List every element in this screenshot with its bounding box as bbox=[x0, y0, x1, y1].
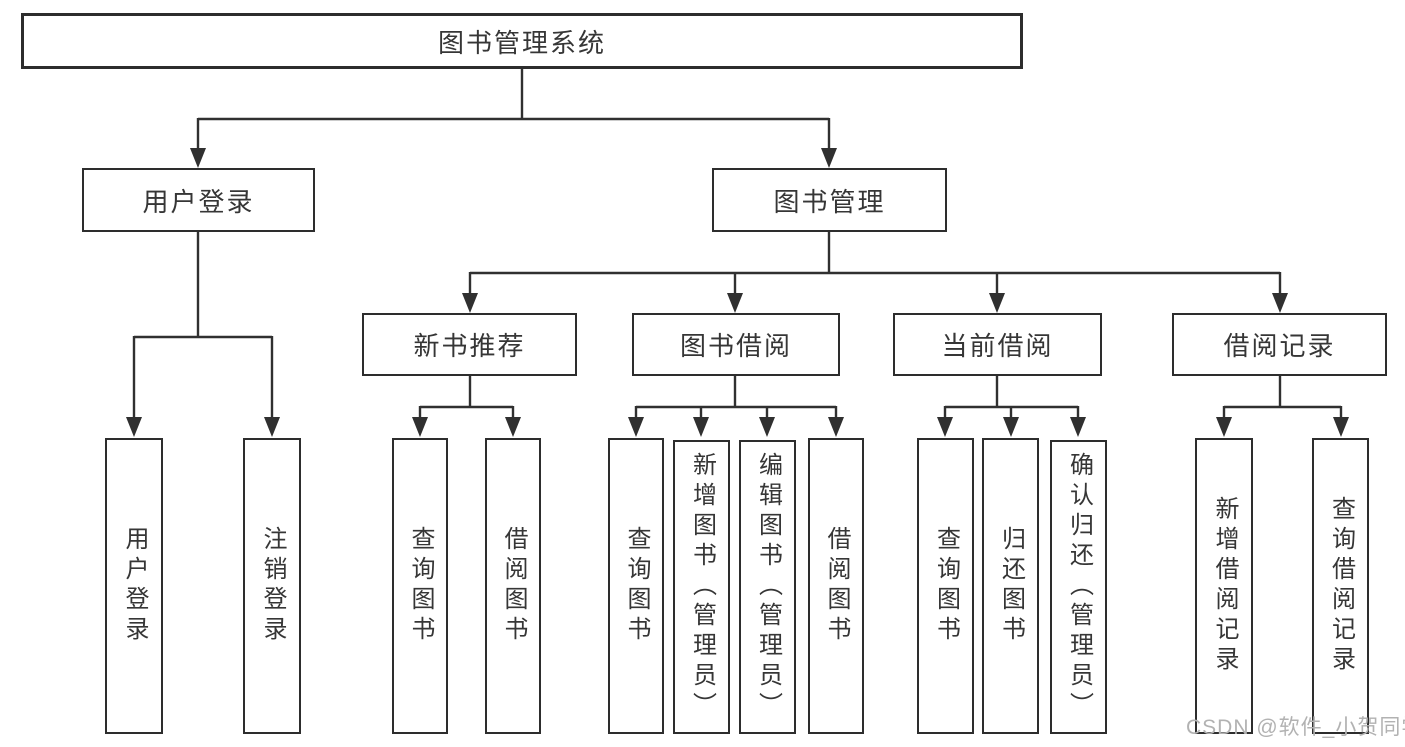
node-label: 查询图书 bbox=[932, 526, 960, 646]
node-label: 新增图书（管理员） bbox=[688, 452, 716, 722]
node-leaf-query-books-1: 查询图书 bbox=[392, 438, 448, 734]
connector-new-book bbox=[418, 375, 515, 430]
arrow-down-icon bbox=[1216, 417, 1232, 437]
arrow-down-icon bbox=[264, 417, 280, 437]
arrow-down-icon bbox=[462, 293, 478, 313]
node-label: 查询借阅记录 bbox=[1327, 496, 1355, 676]
arrow-down-icon bbox=[989, 293, 1005, 313]
arrow-down-icon bbox=[821, 148, 837, 168]
arrow-down-icon bbox=[828, 417, 844, 437]
connector-book-borrow bbox=[634, 375, 838, 430]
arrow-down-icon bbox=[628, 417, 644, 437]
arrow-down-icon bbox=[190, 148, 206, 168]
node-label: 借阅图书 bbox=[500, 526, 527, 646]
node-leaf-logout: 注销登录 bbox=[243, 438, 301, 734]
arrow-down-icon bbox=[1272, 293, 1288, 313]
node-label: 当前借阅 bbox=[941, 331, 1054, 361]
node-leaf-add-books-admin: 新增图书（管理员） bbox=[673, 440, 730, 734]
node-label: 确认归还（管理员） bbox=[1065, 452, 1093, 722]
node-label: 用户登录 bbox=[142, 186, 255, 217]
node-label: 查询图书 bbox=[407, 526, 434, 646]
node-label: 查询图书 bbox=[623, 526, 650, 646]
node-leaf-borrow-books-2: 借阅图书 bbox=[808, 438, 864, 734]
node-label: 新书推荐 bbox=[413, 331, 526, 361]
node-label: 借阅图书 bbox=[823, 526, 850, 646]
node-book-management: 图书管理 bbox=[712, 168, 947, 232]
node-label: 图书管理 bbox=[773, 186, 886, 217]
arrow-down-icon bbox=[1003, 417, 1019, 437]
node-system-root: 图书管理系统 bbox=[21, 13, 1023, 69]
node-leaf-query-books-2: 查询图书 bbox=[608, 438, 664, 734]
node-leaf-edit-books-admin: 编辑图书（管理员） bbox=[739, 440, 796, 734]
node-leaf-query-borrow-record: 查询借阅记录 bbox=[1312, 438, 1369, 734]
node-leaf-add-borrow-record: 新增借阅记录 bbox=[1195, 438, 1253, 734]
connector-borrow-records bbox=[1222, 375, 1343, 430]
node-book-borrowing: 图书借阅 bbox=[632, 313, 840, 376]
connector-book-mgmt bbox=[468, 231, 1282, 305]
arrow-down-icon bbox=[693, 417, 709, 437]
arrow-down-icon bbox=[759, 417, 775, 437]
node-user-login: 用户登录 bbox=[82, 168, 315, 232]
node-label: 注销登录 bbox=[259, 526, 286, 646]
arrow-down-icon bbox=[727, 293, 743, 313]
node-new-book-recommend: 新书推荐 bbox=[362, 313, 577, 376]
node-label: 图书借阅 bbox=[679, 331, 792, 361]
arrow-down-icon bbox=[1070, 417, 1086, 437]
node-borrow-records: 借阅记录 bbox=[1172, 313, 1387, 376]
connector-root bbox=[196, 68, 831, 160]
arrow-down-icon bbox=[126, 417, 142, 437]
node-leaf-confirm-return-admin: 确认归还（管理员） bbox=[1050, 440, 1107, 734]
arrow-down-icon bbox=[505, 417, 521, 437]
arrow-down-icon bbox=[937, 417, 953, 437]
node-label: 图书管理系统 bbox=[437, 27, 606, 58]
node-label: 新增借阅记录 bbox=[1211, 496, 1238, 676]
node-label: 借阅记录 bbox=[1223, 331, 1336, 361]
arrow-down-icon bbox=[412, 417, 428, 437]
connector-user-login bbox=[132, 231, 274, 430]
node-label: 用户登录 bbox=[121, 526, 148, 646]
node-leaf-borrow-books-1: 借阅图书 bbox=[485, 438, 541, 734]
node-label: 编辑图书（管理员） bbox=[754, 452, 782, 722]
arrowhead-icons bbox=[126, 148, 1349, 437]
node-label: 归还图书 bbox=[997, 526, 1025, 646]
watermark: CSDN @软件_小贺同学 bbox=[1186, 716, 1405, 739]
node-leaf-return-books: 归还图书 bbox=[982, 438, 1039, 734]
node-current-borrowing: 当前借阅 bbox=[893, 313, 1102, 376]
arrow-down-icon bbox=[1333, 417, 1349, 437]
node-leaf-query-books-3: 查询图书 bbox=[917, 438, 974, 734]
node-leaf-user-login: 用户登录 bbox=[105, 438, 163, 734]
